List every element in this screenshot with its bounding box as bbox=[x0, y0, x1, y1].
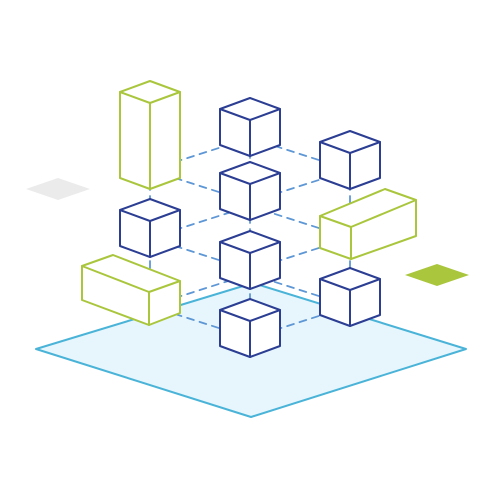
lime-long-block bbox=[319, 188, 417, 260]
navy-cube bbox=[319, 130, 381, 190]
navy-cube bbox=[219, 298, 281, 358]
floating-tile-lime bbox=[405, 264, 469, 286]
navy-cube bbox=[219, 97, 281, 157]
navy-cube bbox=[219, 230, 281, 290]
lime-pillar-block bbox=[119, 80, 181, 190]
lime-long-block bbox=[81, 254, 181, 326]
floating-tile-gray bbox=[26, 178, 90, 200]
navy-cube bbox=[219, 161, 281, 221]
navy-cube bbox=[119, 198, 181, 258]
navy-cube bbox=[319, 267, 381, 327]
